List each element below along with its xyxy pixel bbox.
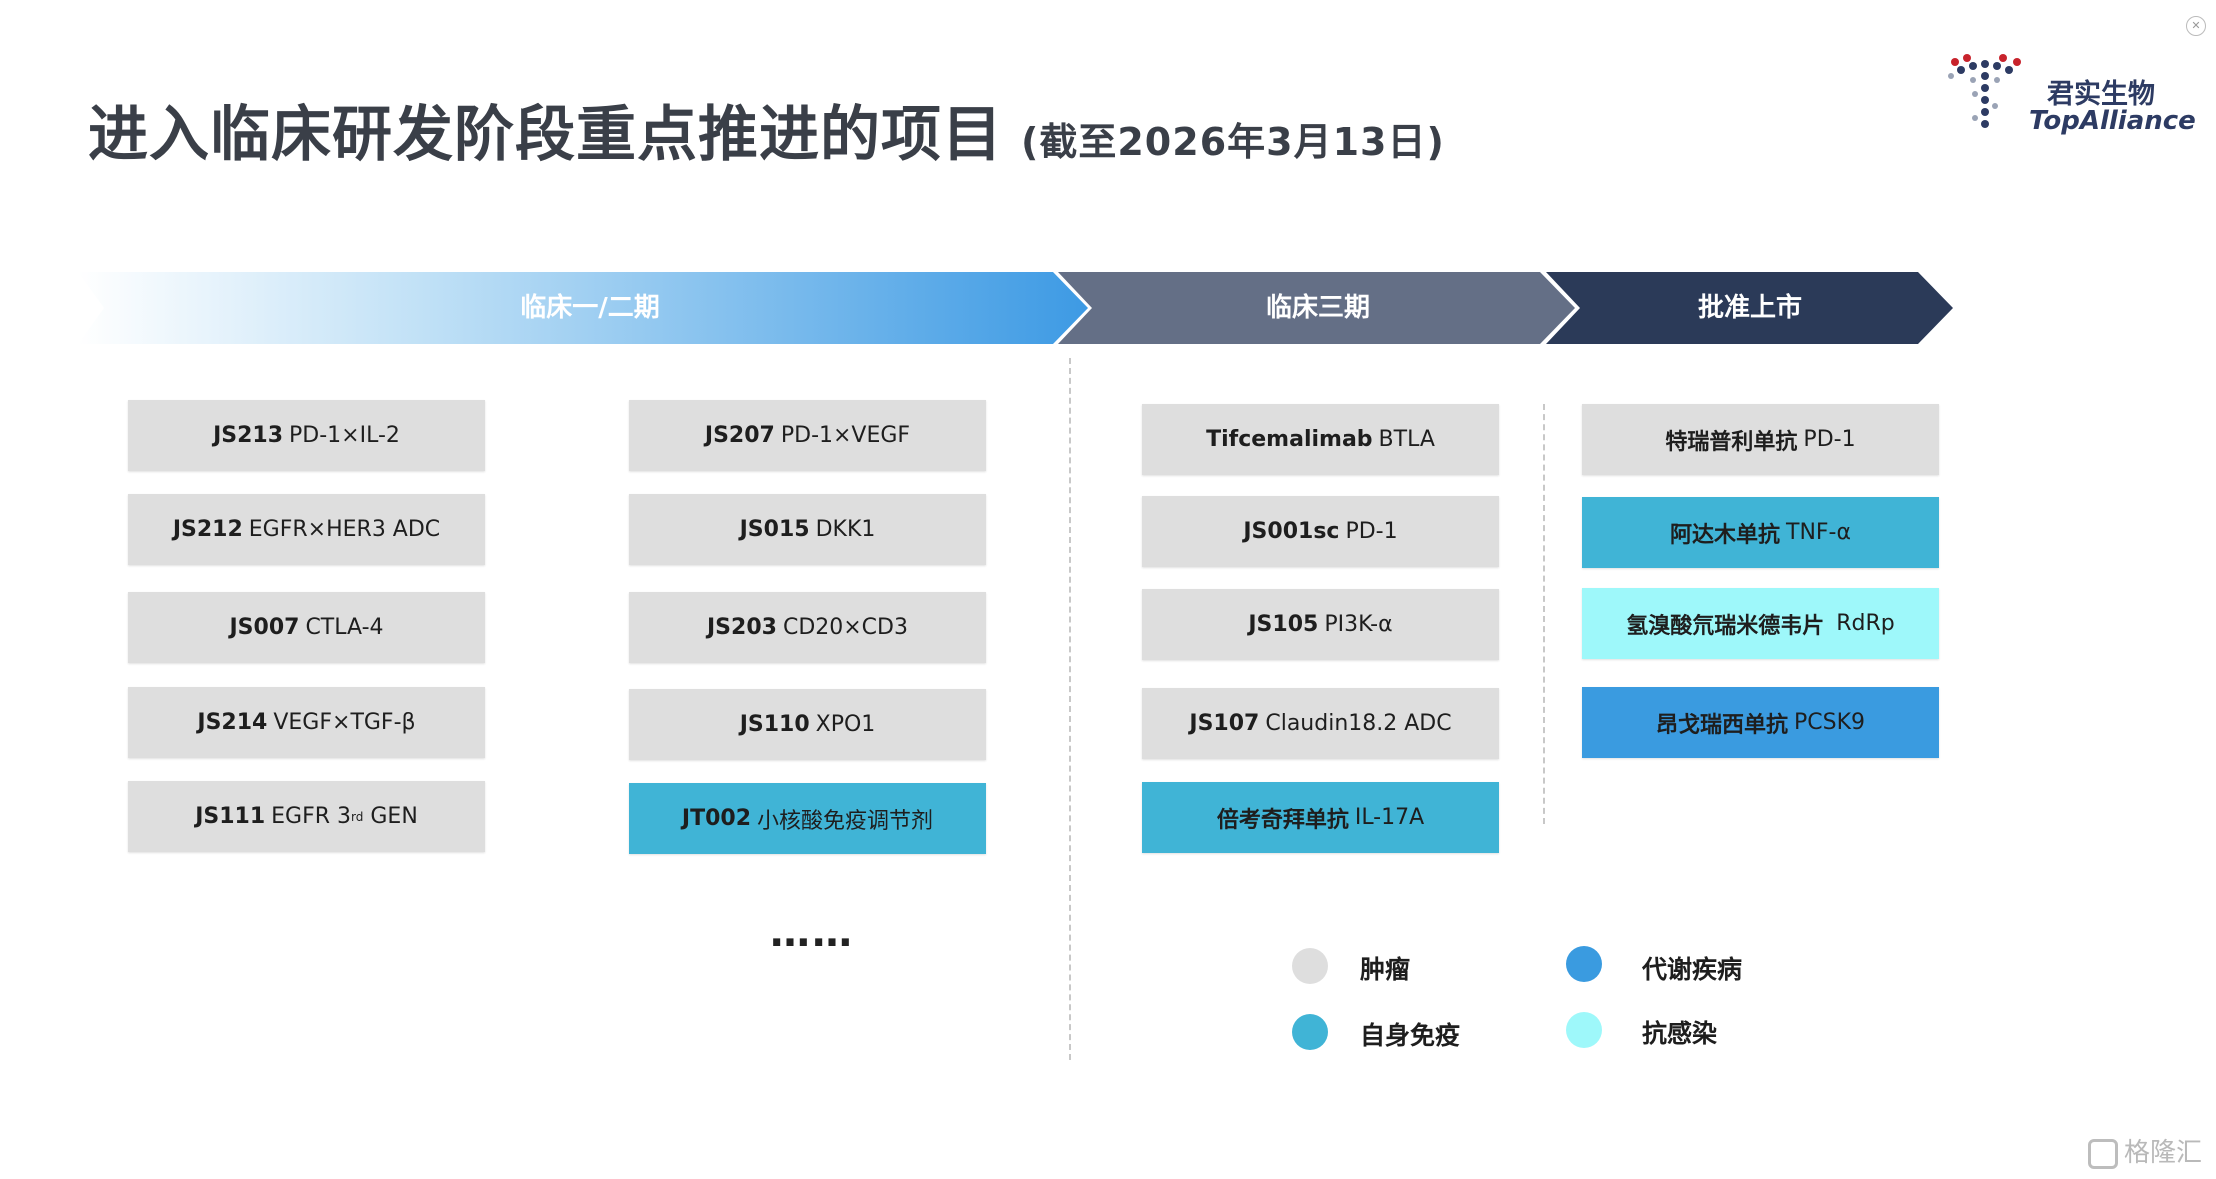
page-subtitle: (截至2026年3月13日) — [1021, 120, 1445, 164]
phase-divider — [1069, 358, 1071, 1060]
stage-banner — [78, 272, 1953, 344]
stage-label-phase3: 临床三期 — [1265, 293, 1370, 323]
logo-name-cn: 君实生物 — [2047, 79, 2155, 110]
watermark-logo-icon — [2088, 1138, 2118, 1169]
page-title-text: 进入临床研发阶段重点推进的项目 — [88, 100, 1003, 170]
logo-name-en: TopAlliance — [2029, 106, 2196, 136]
stage-arrow-phase3 — [1058, 272, 1575, 344]
page-title: 进入临床研发阶段重点推进的项目 (截至2026年3月13日) — [88, 86, 1445, 173]
legend-label-tumor: 肿瘤 — [1360, 955, 1411, 984]
legend-dot-autoimmune — [1292, 1014, 1328, 1050]
company-logo: 君实生物 TopAlliance — [1945, 50, 2196, 140]
stage-label-phase12: 临床一/二期 — [520, 293, 660, 323]
phase-divider — [1543, 404, 1545, 824]
legend-dot-metabolic — [1566, 946, 1602, 982]
legend-label-anti-infection: 抗感染 — [1642, 1019, 1718, 1048]
more-ellipsis: …… — [770, 910, 854, 956]
close-icon[interactable]: ✕ — [2186, 16, 2206, 36]
watermark: 格隆汇 — [2088, 1132, 2202, 1169]
stage-label-approved: 批准上市 — [1697, 293, 1802, 323]
legend-label-metabolic: 代谢疾病 — [1642, 955, 1743, 984]
legend-dot-anti-infection — [1566, 1012, 1602, 1048]
stage-arrow-phase12 — [78, 272, 1088, 344]
legend-dot-tumor — [1292, 948, 1328, 984]
stage-arrow-approved — [1546, 272, 1953, 344]
legend-label-autoimmune: 自身免疫 — [1360, 1021, 1461, 1050]
logo-mark-icon — [1948, 54, 2021, 128]
